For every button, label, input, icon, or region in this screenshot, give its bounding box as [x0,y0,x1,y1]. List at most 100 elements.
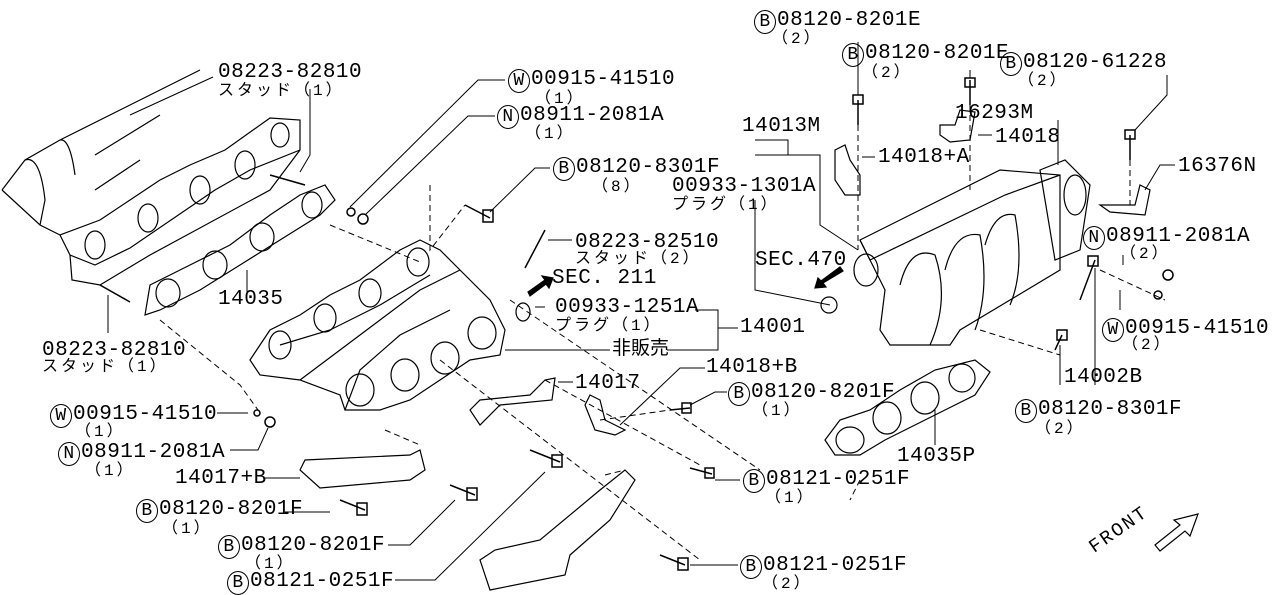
callout-bolt-0251f-b-qty: （1） [765,489,816,507]
leader-lines [107,42,1175,581]
callout-stud-14002b: 14002B [1064,366,1143,389]
callout-washer-left-qty: （1） [75,423,126,441]
not-for-sale-note: 非販売 [612,338,670,360]
callout-washer-right-qty: （2） [1122,336,1173,354]
part-number: 08120-8301F [576,156,721,179]
callout-gasket-14035: 14035 [218,288,284,311]
callout-gasket-14035p: 14035P [897,445,976,468]
part-number: 08121-0251F [763,554,908,577]
part-number: 08120-8201E [865,42,1010,65]
part-number: 00915-41510 [1125,317,1270,340]
callout-washer-top-qty: （1） [535,90,586,108]
part-number: 08911-2081A [1106,225,1251,248]
callout-bolt-8301f-right-qty: （2） [1035,420,1086,438]
bolt-symbol-icon: B [1015,399,1037,423]
nut-symbol-icon: N [58,442,80,466]
nut-symbol-icon: N [497,105,519,129]
callout-stud-left: 08223-82810 [42,339,187,362]
callout-bolt-8201f-a-qty: （1） [752,402,803,420]
callout-nut-left-qty: （1） [85,462,136,480]
callout-collector-14013m: 14013M [742,115,821,138]
bolt-symbol-icon: B [728,382,750,406]
part-number: 08120-8201F [751,381,896,404]
callout-bracket-14018: 14018 [995,126,1061,149]
callout-plug-1301a-qty: プラグ（1） [672,196,780,214]
dashed-lines [159,105,1166,561]
gasket-14035-drawing [144,184,336,316]
part-number: 00915-41510 [73,403,218,426]
front-arrow [1154,513,1199,552]
callout-stud-top: 08223-82810 [218,61,363,84]
bolt-symbol-icon: B [743,469,765,493]
callout-gasket-16293m: 16293M [955,102,1034,125]
callout-plug-1251a-qty: プラグ（1） [555,317,663,335]
sec470-arrow [814,266,844,289]
sec-470-reference[interactable]: SEC.470 [755,249,847,272]
callout-stud-82510-qty: スタッド（2） [575,250,702,268]
callout-bolt-8301f-qty: （8） [592,178,643,196]
part-number: 08120-61228 [1023,51,1168,74]
callout-bracket-16376n: 16376N [1178,155,1257,178]
callout-bracket-14018a: 14018+A [878,146,970,169]
collector-14013m-drawing [820,159,1091,346]
callout-bracket-14017b: 14017+B [175,467,267,490]
part-number: 08120-8201F [241,534,386,557]
bolt-symbol-icon: B [136,499,158,523]
callout-stud-top-qty: スタッド（1） [218,82,345,100]
part-number: 08120-8201F [159,498,304,521]
bolt-symbol-icon: B [218,535,240,559]
callout-nut-top-qty: （1） [525,125,576,143]
bolt-symbol-icon: B [1000,52,1022,76]
bolts [99,77,1174,571]
part-number: 08120-8301F [1038,398,1183,421]
callout-bolt-8201f-c-qty: （1） [245,555,296,573]
nut-symbol-icon: N [1083,226,1105,250]
manifold-14001-drawing [249,239,531,411]
callout-bracket-14017: 14017 [575,372,641,395]
washer-symbol-icon: W [1102,318,1124,342]
callout-plug-1251a: 00933-1251A [555,296,700,319]
part-number: 08911-2081A [520,104,665,127]
part-number: 00915-41510 [531,68,676,91]
gasket-14035p-drawing [824,359,991,456]
callout-bolt-0251f-c-qty: （2） [762,575,813,593]
part-number: 08121-0251F [766,468,911,491]
bolt-symbol-icon: B [227,571,249,595]
sec211-arrow [527,275,554,297]
sec-211-reference[interactable]: SEC. 211 [552,267,657,290]
bolt-symbol-icon: B [740,555,762,579]
part-number: 08911-2081A [81,441,226,464]
callout-bolt-8201e-a-qty: （2） [772,30,823,48]
callout-stud-82510: 08223-82510 [575,231,720,254]
bolt-symbol-icon: B [754,10,776,34]
bolt-symbol-icon: B [553,157,575,181]
callout-bolt-8201f-b-qty: （1） [162,520,213,538]
plug-drawing [515,302,531,322]
callout-manifold-14001: 14001 [740,316,806,339]
washer-symbol-icon: W [508,69,530,93]
washer-symbol-icon: W [50,404,72,428]
callout-nut-right-qty: （2） [1120,245,1171,263]
callout-bolt-8201e-b-qty: （2） [862,64,913,82]
cylinder-head-drawing [1,69,301,286]
bolt-symbol-icon: B [842,43,864,67]
callout-plug-1301a: 00933-1301A [672,175,817,198]
